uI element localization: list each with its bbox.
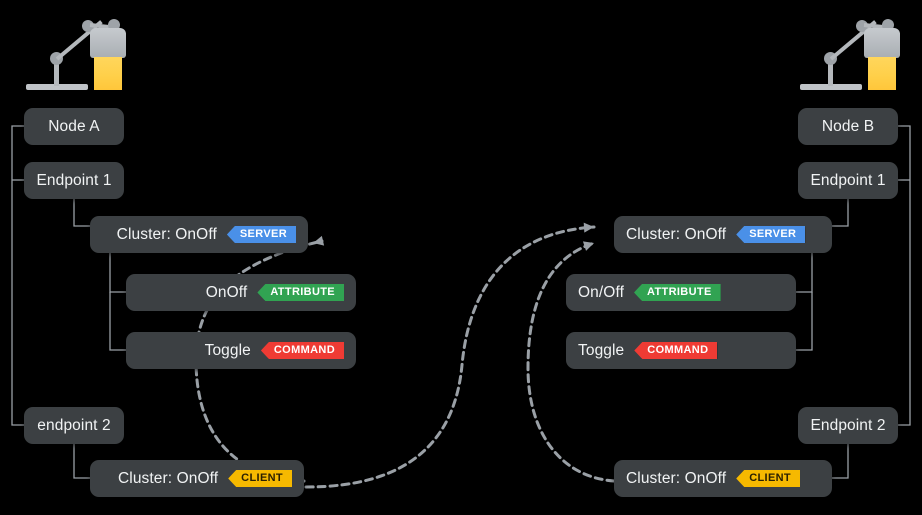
right-endpoint-2-label: Endpoint 2 bbox=[810, 416, 886, 434]
right-cluster-client-label: Cluster: OnOff bbox=[626, 469, 727, 487]
lamp-stem bbox=[828, 58, 833, 86]
right-attribute-box[interactable]: On/Off ATTRIBUTE bbox=[566, 274, 796, 311]
command-badge: COMMAND bbox=[260, 342, 344, 359]
right-cluster-server-box[interactable]: Cluster: OnOff SERVER bbox=[614, 216, 832, 253]
lamp-base bbox=[26, 84, 88, 90]
left-attribute-box[interactable]: OnOff ATTRIBUTE bbox=[126, 274, 356, 311]
right-attribute-label: On/Off bbox=[578, 283, 624, 301]
lamp-stem bbox=[54, 58, 59, 86]
left-command-label: Toggle bbox=[204, 341, 251, 359]
attribute-badge: ATTRIBUTE bbox=[257, 284, 344, 301]
left-command-box[interactable]: Toggle COMMAND bbox=[126, 332, 356, 369]
left-attribute-label: OnOff bbox=[205, 283, 248, 301]
left-endpoint-1-label: Endpoint 1 bbox=[36, 171, 112, 189]
command-badge: COMMAND bbox=[634, 342, 718, 359]
client-badge: CLIENT bbox=[736, 470, 801, 487]
left-cluster-client-box[interactable]: Cluster: OnOff CLIENT bbox=[90, 460, 304, 497]
server-badge: SERVER bbox=[736, 226, 806, 243]
right-endpoint-1-label: Endpoint 1 bbox=[810, 171, 886, 189]
node-b-label: Node B bbox=[821, 117, 875, 135]
lamp-head bbox=[864, 28, 900, 58]
left-cluster-server-box[interactable]: Cluster: OnOff SERVER bbox=[90, 216, 308, 253]
node-a-label: Node A bbox=[48, 117, 100, 135]
node-b-box[interactable]: Node B bbox=[798, 108, 898, 145]
client-badge: CLIENT bbox=[228, 470, 292, 487]
left-endpoint-2-label: endpoint 2 bbox=[37, 416, 111, 434]
right-endpoint-2-box[interactable]: Endpoint 2 bbox=[798, 407, 898, 444]
lamp-head bbox=[90, 28, 126, 58]
left-endpoint-2-box[interactable]: endpoint 2 bbox=[24, 407, 124, 444]
node-a-box[interactable]: Node A bbox=[24, 108, 124, 145]
right-cluster-server-label: Cluster: OnOff bbox=[626, 225, 727, 243]
right-command-box[interactable]: Toggle COMMAND bbox=[566, 332, 796, 369]
right-endpoint-1-box[interactable]: Endpoint 1 bbox=[798, 162, 898, 199]
server-badge: SERVER bbox=[226, 226, 296, 243]
lamp-light-beam bbox=[868, 57, 896, 90]
left-endpoint-1-box[interactable]: Endpoint 1 bbox=[24, 162, 124, 199]
lamp-base bbox=[800, 84, 862, 90]
desk-lamp-icon-left bbox=[24, 8, 128, 96]
right-command-label: Toggle bbox=[578, 341, 625, 359]
left-cluster-server-label: Cluster: OnOff bbox=[116, 225, 217, 243]
left-cluster-client-label: Cluster: OnOff bbox=[117, 469, 219, 487]
attribute-badge: ATTRIBUTE bbox=[633, 284, 721, 301]
right-cluster-client-box[interactable]: Cluster: OnOff CLIENT bbox=[614, 460, 832, 497]
desk-lamp-icon-right bbox=[798, 8, 902, 96]
lamp-light-beam bbox=[94, 57, 122, 90]
